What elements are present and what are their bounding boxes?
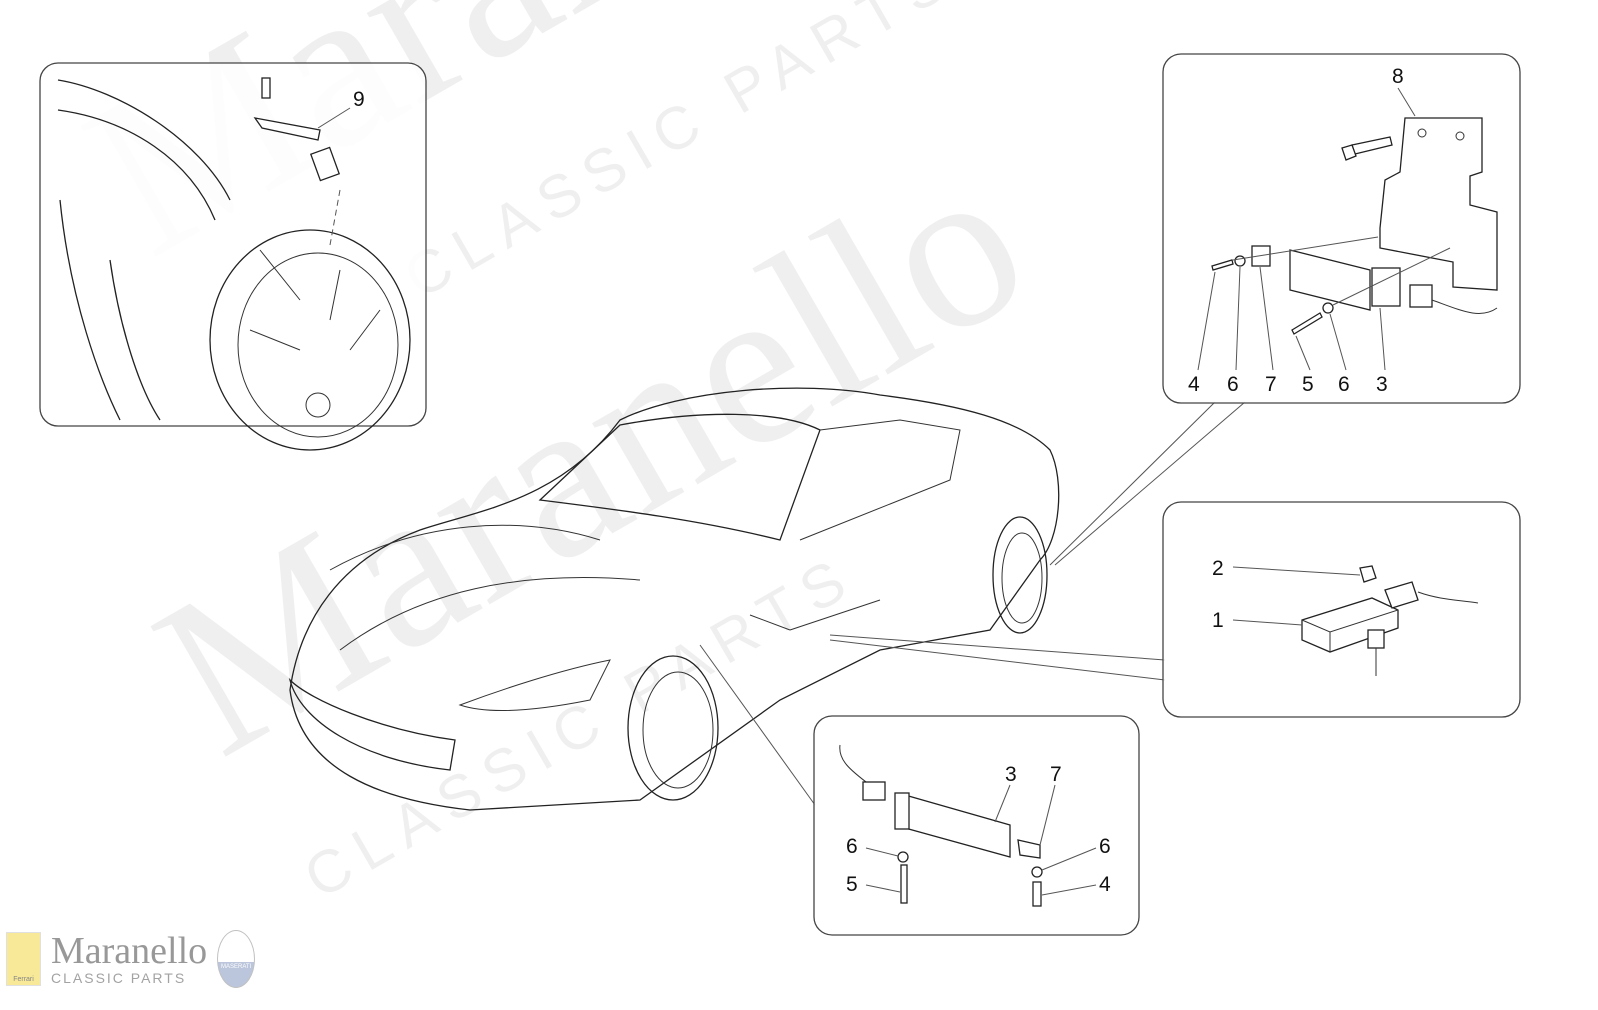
callout-6: 6 — [846, 835, 858, 858]
callout-5: 5 — [846, 873, 858, 896]
callout-3: 3 — [1005, 763, 1017, 786]
callout-7: 7 — [1265, 373, 1277, 396]
ferrari-badge: Ferrari — [6, 932, 41, 986]
callout-8: 8 — [1392, 65, 1404, 88]
panel-bracket-assembly: 8 4 6 7 5 6 3 — [1162, 53, 1521, 404]
logo-title: Maranello — [51, 930, 208, 972]
front-wheel — [627, 655, 719, 801]
callout-9: 9 — [353, 88, 365, 111]
callout-4: 4 — [1188, 373, 1200, 396]
maranello-logo: Ferrari Maranello CLASSIC PARTS MASERATI — [6, 930, 256, 988]
callout-7: 7 — [1050, 763, 1062, 786]
panel-wheel-sensor: 9 — [39, 62, 427, 451]
callout-6b: 6 — [1099, 835, 1111, 858]
callout-4: 4 — [1099, 873, 1111, 896]
panel-receiver: 2 1 — [1162, 501, 1521, 718]
callout-6: 6 — [1227, 373, 1239, 396]
callout-6b: 6 — [1338, 373, 1350, 396]
leader-lines — [699, 401, 1246, 806]
callout-5: 5 — [1302, 373, 1314, 396]
logo-subtitle: CLASSIC PARTS — [51, 970, 187, 986]
callout-2: 2 — [1212, 557, 1224, 580]
rear-wheel — [992, 516, 1048, 634]
maserati-badge: MASERATI — [217, 930, 256, 988]
callout-1: 1 — [1212, 609, 1224, 632]
car-illustration — [288, 387, 1060, 811]
panel-module-mounting: 3 7 6 6 5 4 — [813, 715, 1140, 936]
callout-3: 3 — [1376, 373, 1388, 396]
